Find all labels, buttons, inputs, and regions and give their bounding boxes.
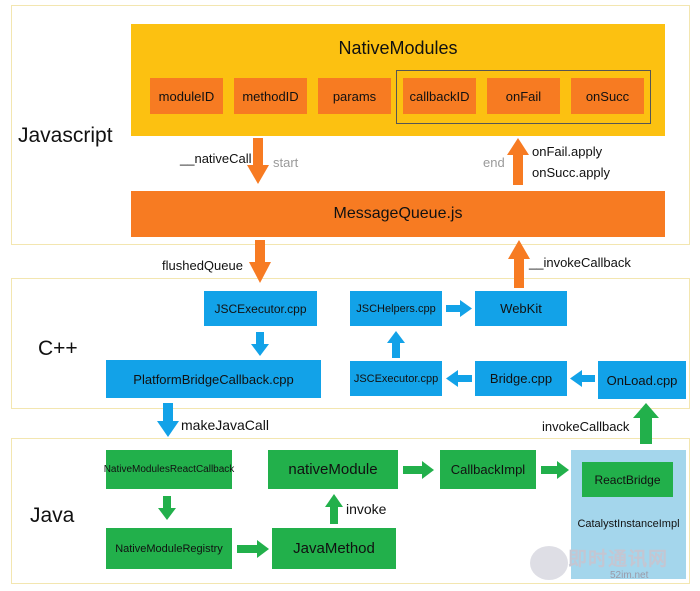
message-queue-box: MessageQueue.js (131, 191, 665, 237)
invoke-callback-js-label: __invokeCallback (529, 255, 631, 270)
watermark-url: 52im.net (610, 570, 649, 581)
arrow-make-java-call (157, 403, 179, 437)
native-modules-react-callback-box: NativeModulesReactCallback (104, 450, 234, 489)
arrow-registry-to-method (237, 540, 269, 558)
callback-group (396, 70, 651, 124)
arrow-helpers-to-webkit (446, 300, 472, 317)
onload-box: OnLoad.cpp (598, 361, 686, 399)
on-succ-apply-label: onSucc.apply (532, 165, 611, 180)
arrow-jsc-to-platform (251, 332, 269, 356)
jsc-helpers-box: JSCHelpers.cpp (350, 291, 442, 326)
native-call-label: __nativeCall (180, 151, 252, 166)
arrow-callback-to-registry (158, 496, 176, 520)
arrow-flushed-queue (249, 240, 271, 283)
on-succ-box: onSucc (571, 78, 644, 114)
platform-bridge-callback-box: PlatformBridgeCallback.cpp (106, 360, 321, 398)
arrow-native-call (247, 138, 269, 184)
native-module-box: nativeModule (268, 450, 398, 489)
arrow-invoke-callback (633, 403, 659, 444)
arrow-invoke-callback-js (508, 240, 530, 288)
on-fail-box: onFail (487, 78, 560, 114)
start-label: start (273, 155, 299, 170)
arrow-callback-impl-to-react-bridge (541, 461, 569, 479)
java-layer-label: Java (30, 504, 75, 527)
watermark-brand: 即时通讯网 (568, 549, 669, 570)
watermark-logo (530, 546, 568, 580)
on-fail-apply-label: onFail.apply (532, 144, 603, 159)
jsc-executor-bottom-box: JSCExecutor.cpp (350, 361, 442, 396)
arrow-invoke (325, 494, 343, 524)
react-bridge-box: ReactBridge (582, 462, 673, 497)
flushed-queue-label: flushedQueue (162, 258, 243, 273)
make-java-call-label: makeJavaCall (181, 417, 269, 433)
arrow-callback-apply (507, 138, 529, 185)
end-label: end (483, 155, 505, 170)
module-id-box: moduleID (150, 78, 223, 114)
callback-id-box: callbackID (403, 78, 476, 114)
native-modules-title: NativeModules (338, 37, 458, 58)
arrow-native-module-to-callback (403, 461, 434, 479)
arrow-jscexec-to-helpers (387, 331, 405, 358)
params-box: params (318, 78, 391, 114)
java-method-box: JavaMethod (272, 528, 396, 569)
jsc-executor-top-box: JSCExecutor.cpp (204, 291, 317, 326)
invoke-label: invoke (346, 501, 387, 517)
catalyst-instance-impl-label: CatalystInstanceImpl (577, 518, 680, 530)
arrow-onload-to-bridge (570, 370, 595, 387)
arrow-bridge-to-jscexec (446, 370, 472, 387)
bridge-box: Bridge.cpp (475, 361, 567, 396)
cpp-layer-label: C++ (38, 337, 78, 360)
method-id-box: methodID (234, 78, 307, 114)
native-module-registry-box: NativeModuleRegistry (106, 528, 232, 569)
webkit-box: WebKit (475, 291, 567, 326)
javascript-layer-label: Javascript (18, 124, 113, 147)
callback-impl-box: CallbackImpl (440, 450, 536, 489)
invoke-callback-label: invokeCallback (542, 419, 630, 434)
